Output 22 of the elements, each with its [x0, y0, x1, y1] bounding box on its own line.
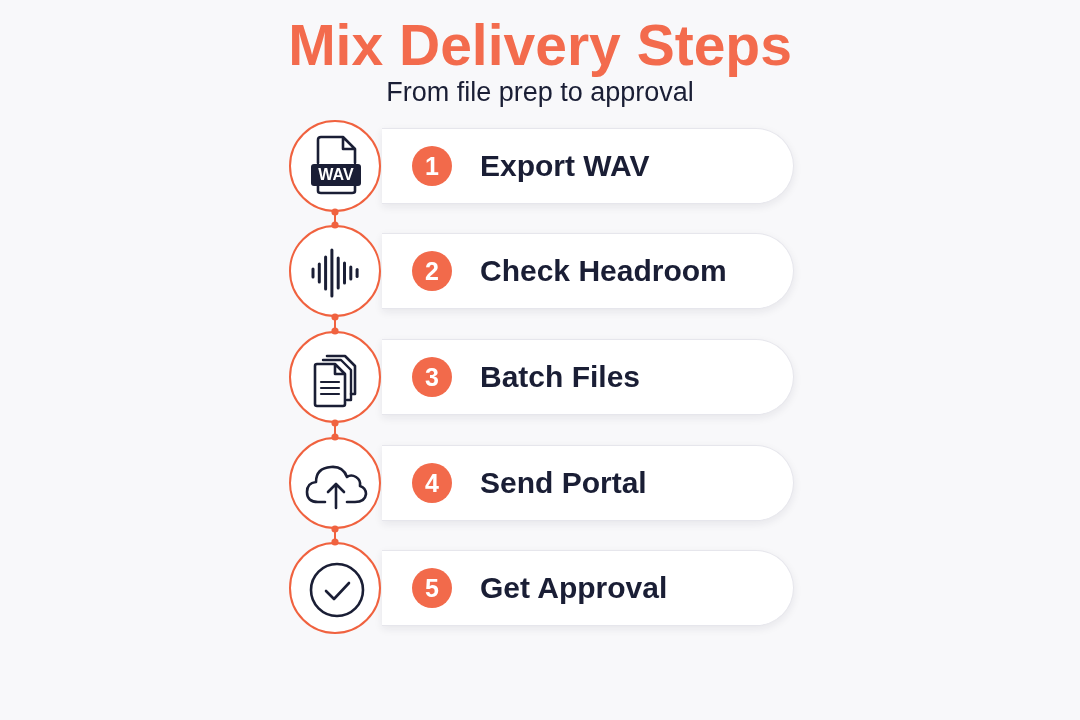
- step-label: Check Headroom: [480, 253, 727, 289]
- step-label: Get Approval: [480, 570, 668, 606]
- step-card: [382, 339, 794, 415]
- number-badge: 4: [412, 463, 452, 503]
- title: Mix Delivery Steps: [287, 12, 793, 78]
- step-card: [382, 550, 794, 626]
- step-label: Batch Files: [480, 359, 641, 395]
- step-label: Send Portal: [480, 465, 647, 501]
- number-badge: 3: [412, 357, 452, 397]
- connector-line: [331, 313, 339, 335]
- file-type-tag: WAV: [311, 164, 361, 186]
- step-card: [382, 128, 794, 204]
- step-label: Export WAV: [480, 148, 650, 184]
- connector-line: [331, 419, 339, 441]
- connector-line: [331, 525, 339, 546]
- number-badge: 5: [412, 568, 452, 608]
- step-card: [382, 445, 794, 521]
- number-badge: 2: [412, 251, 452, 291]
- number-badge: 1: [412, 146, 452, 186]
- step-card: [382, 233, 794, 309]
- subtitle: From file prep to approval: [385, 77, 695, 109]
- connector-line: [331, 208, 339, 229]
